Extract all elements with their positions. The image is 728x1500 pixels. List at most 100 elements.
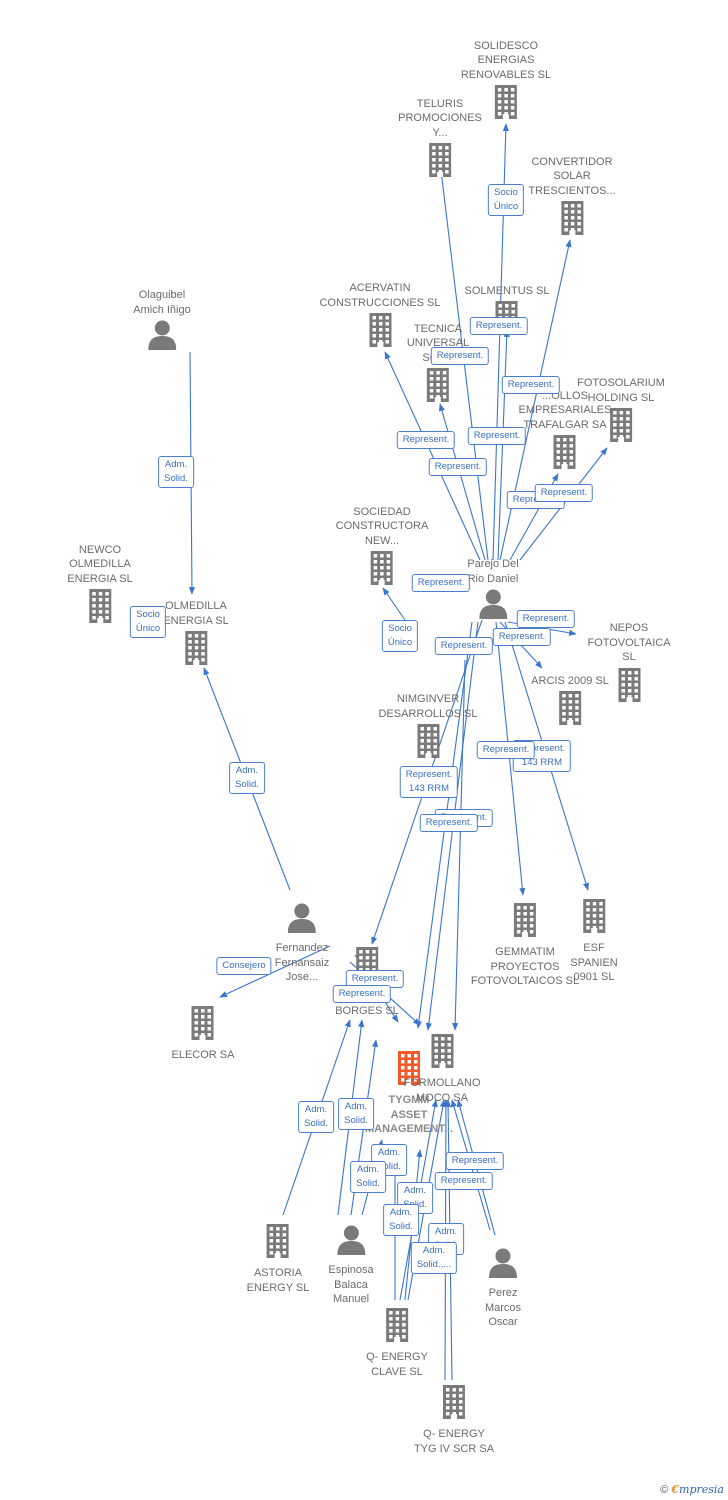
person-icon — [467, 589, 518, 624]
node-tygmm[interactable]: TYGMM ASSET MANAGEMENT... — [365, 1051, 453, 1137]
node-gemmatim[interactable]: GEMMATIM PROYECTOS FOTOVOLTAICOS SL — [471, 903, 579, 989]
relation-badge[interactable]: Adm. Solid. — [158, 456, 194, 488]
node-label: NEWCO OLMEDILLA ENERGIA SL — [67, 543, 133, 585]
node-label: Olaguibel Amich Iñigo — [133, 289, 191, 316]
node-label: SOLIDESCO ENERGIAS RENOVABLES SL — [460, 39, 552, 81]
node-label: Q- ENERGY TYG IV SCR SA — [413, 1428, 495, 1455]
person-icon — [275, 903, 329, 938]
node-label: FORMOLLANO MOCO SA — [403, 1077, 481, 1104]
building-icon — [247, 1224, 310, 1263]
edge-9 — [382, 587, 406, 621]
relation-badge[interactable]: Socio Único — [487, 184, 525, 216]
node-label: ARCIS 2009 SL — [531, 674, 609, 687]
node-teluris[interactable]: TELURIS PROMOCIONES Y... — [398, 97, 482, 183]
relation-badge[interactable]: Adm. Solid. — [229, 762, 265, 794]
relation-badge[interactable]: Represent. — [419, 814, 479, 832]
relation-badge[interactable]: Represent. 143 RRM — [399, 766, 459, 798]
node-desarrollos_emp[interactable]: ...OLLOS EMPRESARIALES TRAFALGAR SA — [518, 389, 612, 475]
building-icon — [365, 1051, 453, 1090]
node-olaguibel[interactable]: Olaguibel Amich Iñigo — [133, 288, 191, 355]
relation-badge[interactable]: Represent. — [467, 427, 527, 445]
node-fernandez[interactable]: Fernandez Fernansaiz Jose... — [275, 903, 329, 985]
building-icon — [414, 1385, 494, 1424]
building-icon — [366, 1308, 428, 1347]
node-label: ESF SPANIEN 0901 SL — [570, 942, 618, 983]
node-fotosolarium[interactable]: FOTOSOLARIUM HOLDING SL — [577, 376, 665, 447]
node-label: SOLMENTUS SL — [464, 284, 550, 297]
relation-badge[interactable]: Represent. — [396, 431, 456, 449]
edge-4 — [384, 351, 481, 561]
relation-badge[interactable]: Represent. — [445, 1152, 505, 1170]
node-sociedad[interactable]: SOCIEDAD CONSTRUCTORA NEW... — [335, 505, 429, 591]
node-qclave[interactable]: Q- ENERGY CLAVE SL — [366, 1308, 428, 1379]
node-formollano[interactable]: FORMOLLANO MOCO SA — [403, 1034, 481, 1105]
relation-badge[interactable]: Represent. — [476, 741, 536, 759]
relation-badge[interactable]: Represent. — [411, 574, 471, 592]
node-label: Q- ENERGY CLAVE SL — [366, 1351, 428, 1378]
building-icon — [570, 899, 617, 938]
relation-badge[interactable]: Adm. Solid. — [338, 1098, 374, 1130]
node-convertidor[interactable]: CONVERTIDOR SOLAR TRESCIENTOS... — [528, 155, 616, 241]
building-icon — [403, 1034, 480, 1073]
node-nimginver[interactable]: NIMGINVER DESARROLLOS SL — [378, 692, 478, 763]
node-label: TYGMM ASSET MANAGEMENT... — [365, 1094, 453, 1135]
node-label: ELECOR SA — [171, 1049, 235, 1061]
node-arcis[interactable]: ARCIS 2009 SL — [531, 674, 609, 731]
node-esf[interactable]: ESF SPANIEN 0901 SL — [570, 899, 618, 985]
node-label: SOCIEDAD CONSTRUCTORA NEW... — [335, 505, 429, 547]
building-icon — [172, 1006, 235, 1045]
building-icon — [67, 589, 132, 628]
node-label: ACERVATIN CONSTRUCCIONES SL — [319, 282, 441, 309]
node-newco[interactable]: NEWCO OLMEDILLA ENERGIA SL — [67, 543, 133, 629]
building-icon — [519, 435, 612, 474]
relation-badge[interactable]: Socio Único — [381, 620, 419, 652]
node-acervatin[interactable]: ACERVATIN CONSTRUCCIONES SL — [319, 281, 441, 352]
node-perez[interactable]: Perez Marcos Oscar — [485, 1248, 521, 1330]
building-icon — [336, 551, 429, 590]
building-icon — [163, 631, 228, 670]
node-qtyg[interactable]: Q- ENERGY TYG IV SCR SA — [414, 1385, 494, 1456]
edge-19 — [219, 945, 331, 998]
edge-6 — [438, 403, 486, 561]
node-nepos[interactable]: NEPOS FOTOVOLTAICA SL — [580, 621, 679, 707]
relation-badge[interactable]: Adm. Solid. — [350, 1161, 386, 1193]
relation-badge[interactable]: Represent. — [516, 610, 576, 628]
relation-badge[interactable]: Represent. — [534, 484, 594, 502]
node-parejo[interactable]: Parejo Del Rio Daniel — [467, 557, 519, 624]
relation-badge[interactable]: Adm. Solid. — [383, 1204, 419, 1236]
node-label: ...OLLOS EMPRESARIALES TRAFALGAR SA — [518, 389, 612, 431]
relation-badge[interactable]: Represent. — [434, 637, 494, 655]
brand-logo: €mpresia — [671, 1483, 724, 1496]
building-icon — [398, 143, 482, 182]
relation-badge[interactable]: Represent. — [428, 458, 488, 476]
relation-badge[interactable]: Adm. Solid.,... — [410, 1242, 458, 1274]
node-label: Fernandez Fernansaiz Jose... — [274, 942, 330, 983]
relation-badge[interactable]: Consejero — [216, 957, 272, 975]
building-icon — [580, 667, 679, 707]
relation-badge[interactable]: Represent. — [492, 628, 552, 646]
node-solidesco[interactable]: SOLIDESCO ENERGIAS RENOVABLES SL — [461, 39, 551, 125]
relation-badge[interactable]: Adm. Solid. — [371, 1144, 407, 1176]
node-label: ASTORIA ENERGY SL — [246, 1267, 310, 1294]
node-label: NEPOS FOTOVOLTAICA SL — [587, 622, 671, 663]
node-astoria[interactable]: ASTORIA ENERGY SL — [246, 1224, 310, 1295]
relation-badge[interactable]: Represent. — [434, 1172, 494, 1190]
node-label: CONVERTIDOR SOLAR TRESCIENTOS... — [528, 155, 616, 197]
node-label: NIMGINVER DESARROLLOS SL — [378, 693, 478, 720]
relation-badge[interactable]: Represent. — [501, 376, 561, 394]
relation-badge[interactable]: Socio Único — [129, 606, 167, 638]
node-olmedilla[interactable]: OLMEDILLA ENERGIA SL — [163, 599, 229, 670]
edge-5 — [497, 329, 510, 561]
node-elecor[interactable]: ELECOR SA — [171, 1006, 235, 1063]
relation-badge[interactable]: Represent. — [430, 347, 490, 365]
node-label: OLMEDILLA ENERGIA SL — [163, 600, 229, 627]
relation-badge[interactable]: Represent. — [332, 985, 392, 1003]
relation-badge[interactable]: Adm. Solid. — [298, 1101, 334, 1133]
relation-badge[interactable]: Represent. — [345, 970, 405, 988]
building-icon — [461, 85, 551, 124]
copyright-symbol: © — [660, 1484, 669, 1496]
relation-badge[interactable]: Represent. — [469, 317, 529, 335]
node-espinosa[interactable]: Espinosa Balaca Manuel — [328, 1225, 374, 1307]
node-label: FOTOSOLARIUM HOLDING SL — [577, 377, 665, 404]
edge-18 — [452, 659, 466, 1031]
